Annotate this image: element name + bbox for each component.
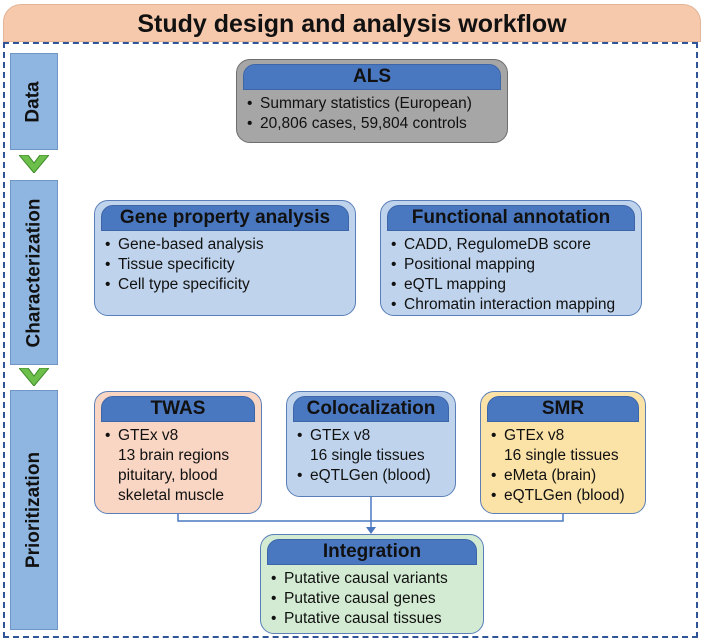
twas-title: TWAS bbox=[101, 396, 255, 422]
list-item: 20,806 cases, 59,804 controls bbox=[245, 114, 503, 134]
list-item: eMeta (brain) bbox=[489, 466, 641, 486]
gene-property-title: Gene property analysis bbox=[101, 205, 349, 231]
workflow-frame bbox=[3, 42, 698, 638]
als-title: ALS bbox=[243, 64, 501, 90]
list-item: eQTL mapping bbox=[389, 275, 637, 295]
list-item: Cell type specificity bbox=[103, 275, 351, 295]
list-item: Positional mapping bbox=[389, 255, 637, 275]
page-title: Study design and analysis workflow bbox=[3, 4, 701, 42]
list-item: eQTLGen (blood) bbox=[295, 466, 451, 486]
functional-annotation-list: CADD, RegulomeDB score Positional mappin… bbox=[389, 235, 637, 315]
list-item: skeletal muscle bbox=[118, 487, 224, 504]
functional-annotation-box: Functional annotation CADD, RegulomeDB s… bbox=[380, 200, 642, 316]
colocalization-box: Colocalization GTEx v8 16 single tissues… bbox=[286, 391, 456, 497]
list-item: GTEx v8 bbox=[489, 426, 641, 446]
twas-box: TWAS GTEx v8 13 brain regions pituitary,… bbox=[94, 391, 262, 514]
functional-annotation-title: Functional annotation bbox=[387, 205, 635, 231]
list-item: Tissue specificity bbox=[103, 255, 351, 275]
list-item: CADD, RegulomeDB score bbox=[389, 235, 637, 255]
list-item: 13 brain regions bbox=[118, 447, 230, 464]
list-item: 16 single tissues bbox=[504, 447, 619, 464]
integration-title: Integration bbox=[267, 539, 477, 565]
list-item: Putative causal genes bbox=[269, 589, 479, 609]
section-label-prioritization: Prioritization bbox=[10, 390, 58, 630]
als-list: Summary statistics (European) 20,806 cas… bbox=[245, 94, 503, 134]
smr-list: GTEx v8 16 single tissues eMeta (brain) … bbox=[489, 426, 641, 506]
als-box: ALS Summary statistics (European) 20,806… bbox=[236, 59, 508, 143]
chevron-down-icon bbox=[19, 155, 49, 173]
colocalization-list: GTEx v8 16 single tissues eQTLGen (blood… bbox=[295, 426, 451, 486]
list-item: GTEx v8 bbox=[103, 426, 257, 446]
list-item: eQTLGen (blood) bbox=[489, 486, 641, 506]
list-item: Putative causal tissues bbox=[269, 609, 479, 629]
list-item: pituitary, blood bbox=[118, 467, 218, 484]
smr-box: SMR GTEx v8 16 single tissues eMeta (bra… bbox=[480, 391, 646, 514]
gene-property-list: Gene-based analysis Tissue specificity C… bbox=[103, 235, 351, 295]
list-item: Gene-based analysis bbox=[103, 235, 351, 255]
chevron-down-icon bbox=[19, 368, 49, 386]
section-label-data: Data bbox=[10, 53, 58, 150]
gene-property-box: Gene property analysis Gene-based analys… bbox=[94, 200, 356, 316]
list-item: Putative causal variants bbox=[269, 569, 479, 589]
integration-box: Integration Putative causal variants Put… bbox=[260, 534, 484, 634]
colocalization-title: Colocalization bbox=[293, 396, 449, 422]
section-label-characterization: Characterization bbox=[10, 180, 58, 365]
list-item: Chromatin interaction mapping bbox=[389, 295, 637, 315]
smr-title: SMR bbox=[487, 396, 639, 422]
list-item: GTEx v8 bbox=[295, 426, 451, 446]
list-item: 16 single tissues bbox=[310, 447, 425, 464]
twas-list: GTEx v8 13 brain regions pituitary, bloo… bbox=[103, 426, 257, 506]
integration-list: Putative causal variants Putative causal… bbox=[269, 569, 479, 629]
list-item: Summary statistics (European) bbox=[245, 94, 503, 114]
